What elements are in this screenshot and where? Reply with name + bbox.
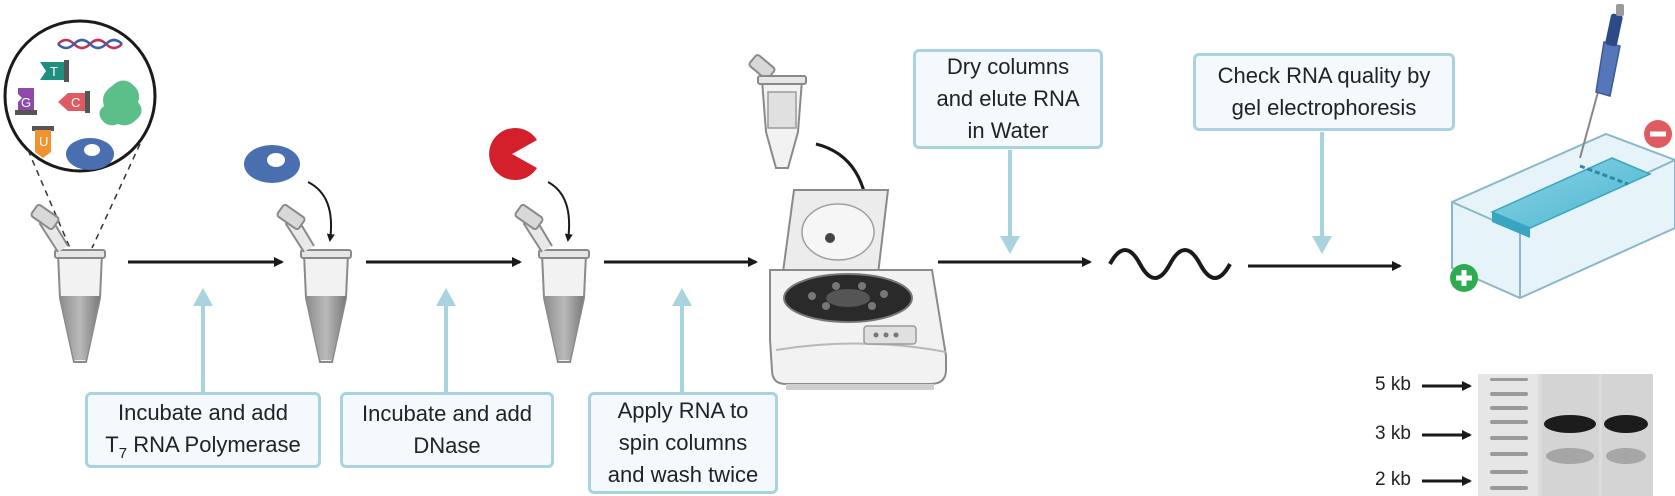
- add-arrow: [307, 181, 335, 242]
- gel-marker-2kb: 2 kb: [1375, 469, 1411, 490]
- nucleotide-letter-u: U: [39, 134, 48, 149]
- nucleotide-c-icon: C: [58, 91, 90, 113]
- protein-blob-icon: [99, 80, 142, 126]
- step-gel-line2: gel electrophoresis: [1231, 95, 1417, 120]
- nucleotide-letter-g: G: [21, 95, 31, 110]
- nucleotide-t-icon: T: [40, 60, 69, 82]
- step-polymerase-line1: Incubate and add: [117, 399, 289, 425]
- nucleotide-letter-t: T: [50, 64, 58, 79]
- step-spin-line2: spin columns: [618, 430, 748, 455]
- gel-box-icon: [1451, 132, 1675, 300]
- step-elute-line3: in Water: [967, 118, 1049, 143]
- nucleotide-letter-c: C: [71, 95, 80, 110]
- tube-icon: [513, 202, 590, 363]
- step-indicator-arrows: [193, 132, 1332, 392]
- step-elute-line1: Dry columns: [946, 54, 1070, 79]
- polymerase-icon: [244, 145, 300, 183]
- dnase-icon: [489, 128, 537, 180]
- step-box-dnase: Incubate and add DNase: [340, 392, 554, 468]
- step-box-gel: Check RNA quality by gel electrophoresis: [1193, 53, 1455, 131]
- gel-image-icon: [1478, 374, 1653, 496]
- step-dnase-line2: DNase: [413, 433, 481, 458]
- gel-marker-arrows: [1422, 381, 1472, 486]
- centrifuge-icon: [769, 189, 947, 390]
- polymerase-small-icon: [66, 138, 114, 170]
- step-spin-line1: Apply RNA to: [617, 398, 749, 423]
- add-arrow: [547, 181, 573, 242]
- magnifier-circle-icon: T G C U: [3, 19, 157, 249]
- gel-marker-5kb: 5 kb: [1375, 374, 1411, 395]
- step-box-elute: Dry columns and elute RNA in Water: [913, 49, 1103, 149]
- minus-electrode-icon: [1644, 120, 1672, 148]
- step-spin-line3: and wash twice: [607, 462, 759, 487]
- pipette-icon: [1579, 4, 1624, 159]
- step-polymerase-subscript: 7: [118, 444, 128, 462]
- nucleotide-g-icon: G: [15, 88, 37, 115]
- nucleotide-u-icon: U: [32, 126, 54, 158]
- tube-icon: [29, 202, 107, 363]
- step-gel-line1: Check RNA quality by: [1217, 63, 1431, 88]
- step-polymerase-suffix: RNA Polymerase: [127, 431, 301, 457]
- plus-electrode-icon: [1450, 264, 1478, 292]
- step-elute-line2: and elute RNA: [936, 86, 1080, 111]
- tube-icon: [275, 202, 352, 363]
- step-polymerase-line2: T7 RNA Polymerase: [105, 429, 300, 464]
- gel-marker-3kb: 3 kb: [1375, 423, 1411, 444]
- step-polymerase-t: T: [105, 431, 119, 457]
- spin-column-icon: [748, 54, 807, 169]
- rna-strand-icon: [1108, 248, 1232, 280]
- step-box-spin: Apply RNA to spin columns and wash twice: [588, 392, 778, 494]
- step-box-polymerase: Incubate and add T7 RNA Polymerase: [85, 392, 321, 468]
- step-dnase-line1: Incubate and add: [361, 401, 533, 426]
